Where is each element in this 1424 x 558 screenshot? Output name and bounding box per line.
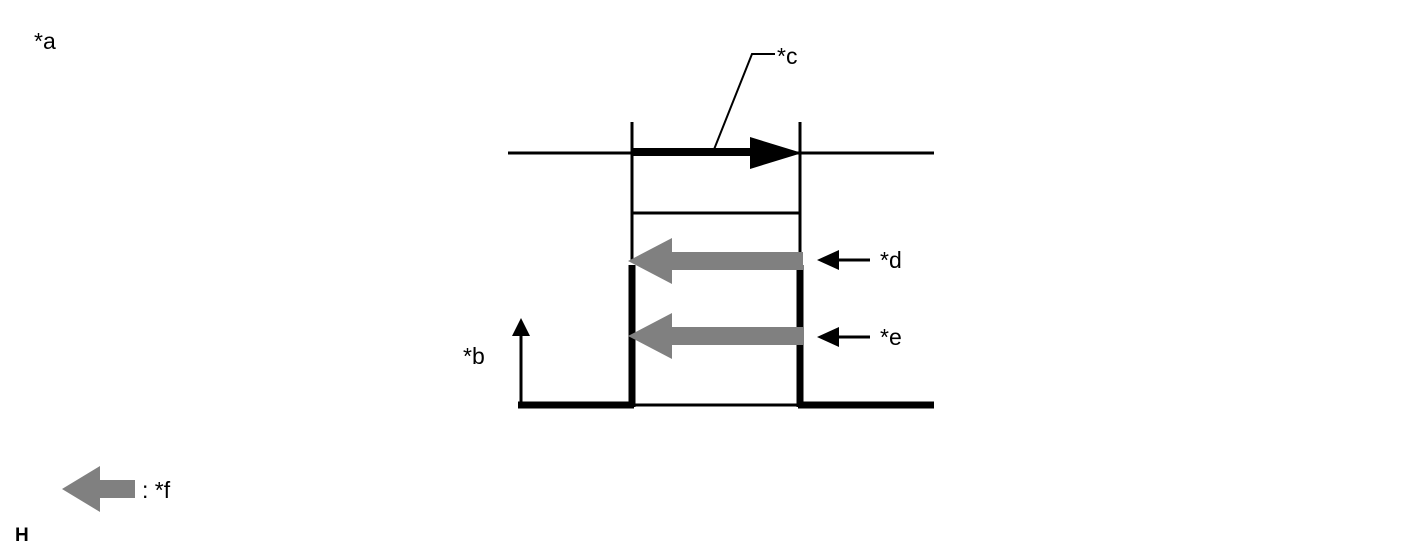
label-e: *e <box>880 324 902 350</box>
pointer-arrow-d <box>817 250 870 270</box>
bold-arrow-head <box>750 137 802 169</box>
up-arrow-icon <box>512 318 530 406</box>
label-a: *a <box>34 28 56 54</box>
label-d: *d <box>880 247 902 273</box>
gray-left-arrow-icon <box>628 238 803 284</box>
pointer-arrow-e <box>817 327 870 347</box>
label-c: *c <box>777 43 797 69</box>
gray-left-arrow-icon <box>62 466 135 512</box>
gray-left-arrow-icon <box>628 313 803 359</box>
leader-line-c <box>712 53 775 153</box>
corner-mark: H <box>15 525 29 546</box>
legend: : *f <box>62 466 171 512</box>
legend-label: : *f <box>142 477 171 503</box>
label-b: *b <box>463 343 485 369</box>
